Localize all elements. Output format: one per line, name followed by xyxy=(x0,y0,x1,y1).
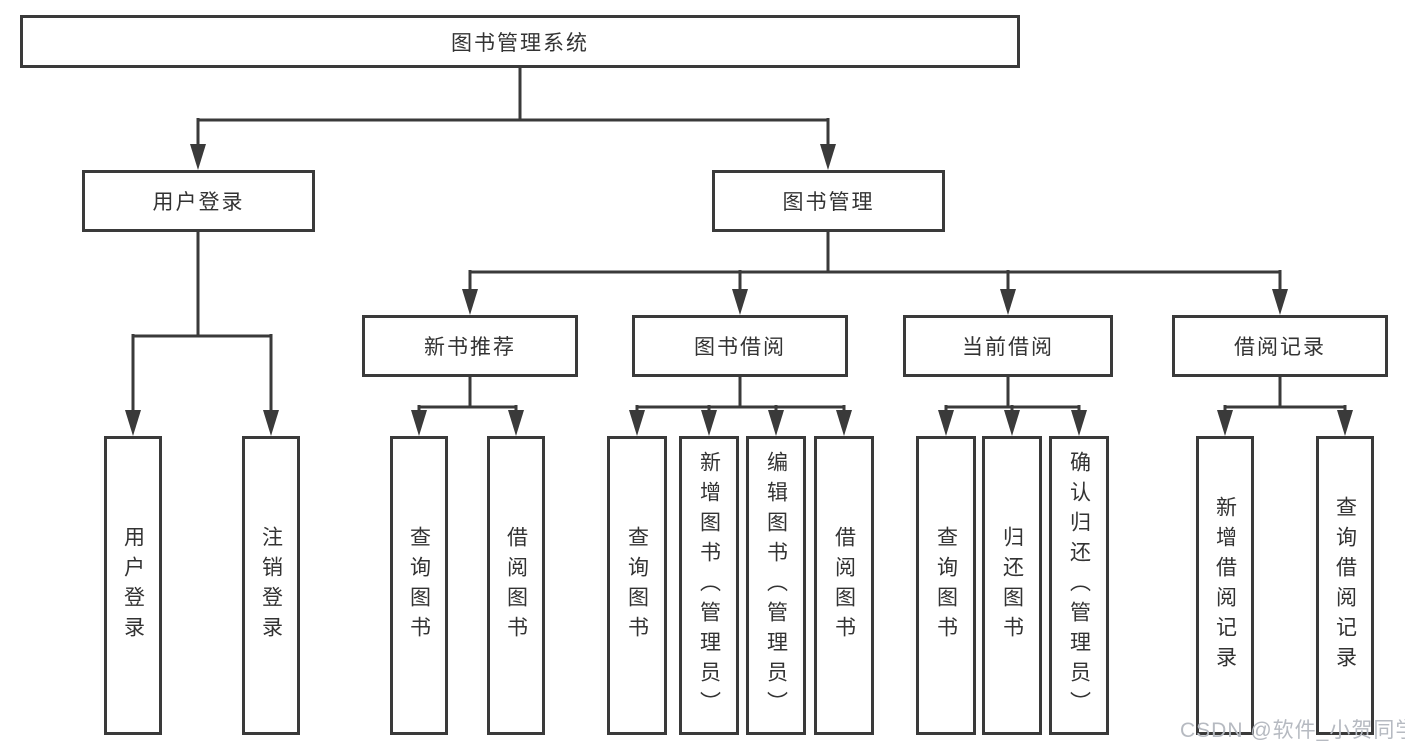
node-label-return-books: 归还图书 xyxy=(1000,525,1024,646)
node-label-root: 图书管理系统 xyxy=(451,31,589,55)
node-user-login-leaf: 用户登录 xyxy=(104,436,162,735)
node-label-add-books-admin: 新增图书（管理员） xyxy=(697,450,721,721)
arrowhead-down-icon xyxy=(190,144,206,170)
node-user-login-group: 用户登录 xyxy=(82,170,315,232)
arrowhead-down-icon xyxy=(1337,410,1353,436)
node-label-logout-leaf: 注销登录 xyxy=(259,525,283,646)
node-label-query-borrow-record: 查询借阅记录 xyxy=(1333,495,1357,676)
arrowhead-down-icon xyxy=(1004,410,1020,436)
arrowhead-down-icon xyxy=(1000,289,1016,315)
node-current-borrowing: 当前借阅 xyxy=(903,315,1113,377)
node-label-book-borrowing: 图书借阅 xyxy=(694,336,786,359)
arrowhead-down-icon xyxy=(820,144,836,170)
node-label-borrowing-records: 借阅记录 xyxy=(1234,336,1326,359)
arrowhead-down-icon xyxy=(1217,410,1233,436)
csdn-watermark: CSDN @软件_小贺同学 xyxy=(1180,719,1405,742)
node-add-borrow-record: 新增借阅记录 xyxy=(1196,436,1254,735)
node-confirm-return-admin: 确认归还（管理员） xyxy=(1049,436,1109,735)
node-query-books-rec: 查询图书 xyxy=(390,436,448,735)
node-label-query-books-current: 查询图书 xyxy=(934,525,958,646)
arrowhead-down-icon xyxy=(263,410,279,436)
node-label-book-management: 图书管理 xyxy=(782,191,875,214)
node-query-books-borrow: 查询图书 xyxy=(607,436,667,735)
node-root: 图书管理系统 xyxy=(20,15,1020,68)
node-label-user-login-group: 用户登录 xyxy=(152,191,245,214)
node-logout-leaf: 注销登录 xyxy=(242,436,300,735)
node-label-borrow-books-rec: 借阅图书 xyxy=(504,525,528,646)
arrowhead-down-icon xyxy=(1272,289,1288,315)
arrowhead-down-icon xyxy=(508,410,524,436)
arrowhead-down-icon xyxy=(1071,410,1087,436)
node-query-borrow-record: 查询借阅记录 xyxy=(1316,436,1374,735)
node-label-edit-books-admin: 编辑图书（管理员） xyxy=(764,450,788,721)
node-label-query-books-rec: 查询图书 xyxy=(407,525,431,646)
arrowhead-down-icon xyxy=(125,410,141,436)
node-label-new-book-rec: 新书推荐 xyxy=(424,336,516,359)
node-label-confirm-return-admin: 确认归还（管理员） xyxy=(1067,450,1091,721)
node-edit-books-admin: 编辑图书（管理员） xyxy=(746,436,806,735)
node-label-query-books-borrow: 查询图书 xyxy=(625,525,649,646)
node-label-add-borrow-record: 新增借阅记录 xyxy=(1213,495,1237,676)
node-new-book-rec: 新书推荐 xyxy=(362,315,578,377)
arrowhead-down-icon xyxy=(836,410,852,436)
node-borrowing-records: 借阅记录 xyxy=(1172,315,1388,377)
node-label-current-borrowing: 当前借阅 xyxy=(962,336,1054,359)
arrowhead-down-icon xyxy=(462,289,478,315)
node-borrow-books-rec: 借阅图书 xyxy=(487,436,545,735)
arrowhead-down-icon xyxy=(732,289,748,315)
node-return-books: 归还图书 xyxy=(982,436,1042,735)
node-book-borrowing: 图书借阅 xyxy=(632,315,848,377)
arrowhead-down-icon xyxy=(938,410,954,436)
arrowhead-down-icon xyxy=(701,410,717,436)
node-query-books-current: 查询图书 xyxy=(916,436,976,735)
node-book-management: 图书管理 xyxy=(712,170,945,232)
node-add-books-admin: 新增图书（管理员） xyxy=(679,436,739,735)
node-label-borrow-books-borrow: 借阅图书 xyxy=(832,525,856,646)
node-borrow-books-borrow: 借阅图书 xyxy=(814,436,874,735)
node-label-user-login-leaf: 用户登录 xyxy=(121,525,145,646)
arrowhead-down-icon xyxy=(629,410,645,436)
arrowhead-down-icon xyxy=(411,410,427,436)
arrowhead-down-icon xyxy=(768,410,784,436)
